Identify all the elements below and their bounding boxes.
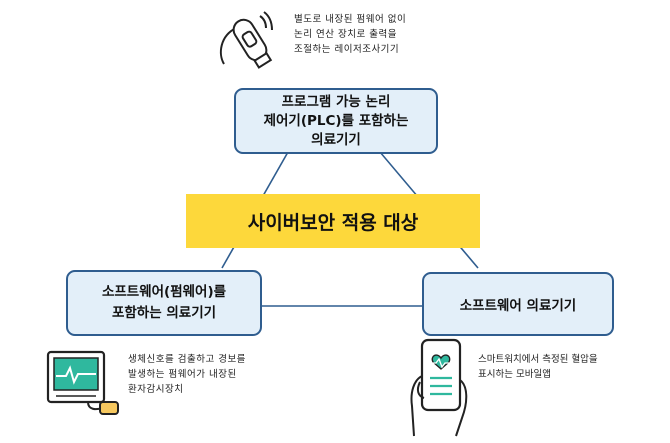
patient-monitor-icon bbox=[44, 348, 124, 420]
node-plc-device-label: 프로그램 가능 논리 제어기(PLC)를 포함하는 의료기기 bbox=[263, 93, 409, 148]
node-firmware-device: 소프트웨어(펌웨어)를 포함하는 의료기기 bbox=[66, 270, 262, 336]
center-label-box: 사이버보안 적용 대상 bbox=[186, 194, 480, 248]
example-laser-text: 별도로 내장된 펌웨어 없이 논리 연산 장치로 출력을 조절하는 레이저조사기… bbox=[294, 14, 407, 55]
example-app-text: 스마트워치에서 측정된 혈압을 표시하는 모바일앱 bbox=[478, 354, 598, 380]
node-firmware-device-label: 소프트웨어(펌웨어)를 포함하는 의료기기 bbox=[101, 284, 227, 321]
laser-device-icon bbox=[214, 10, 278, 76]
node-software-device-label: 소프트웨어 의료기기 bbox=[459, 298, 577, 314]
smartphone-app-icon bbox=[406, 336, 470, 440]
node-software-device: 소프트웨어 의료기기 bbox=[422, 272, 614, 336]
node-plc-device: 프로그램 가능 논리 제어기(PLC)를 포함하는 의료기기 bbox=[234, 88, 438, 154]
example-monitor-text: 생체신호를 검출하고 경보를 발생하는 펌웨어가 내장된 환자감시장치 bbox=[128, 354, 246, 395]
center-label: 사이버보안 적용 대상 bbox=[247, 211, 419, 234]
